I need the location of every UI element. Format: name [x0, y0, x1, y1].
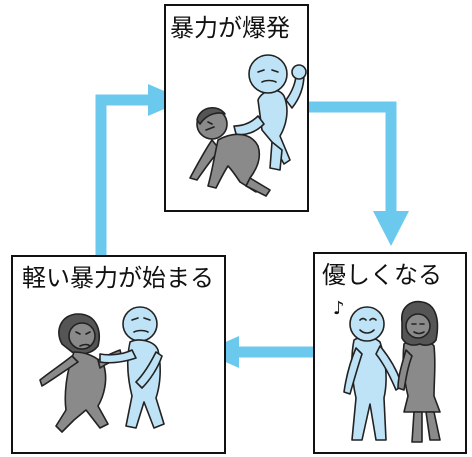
right-abuser-figure — [343, 306, 403, 441]
left-panel-illustration — [39, 306, 165, 433]
cycle-arrows — [95, 94, 397, 358]
arrow-left-to-top — [95, 94, 150, 262]
panel-label-left: 軽い暴力が始まる — [22, 264, 214, 292]
top-victim-figure — [189, 107, 271, 197]
top-panel-illustration — [189, 54, 307, 197]
panel-right-frame — [313, 252, 467, 454]
top-abuser-figure — [233, 54, 307, 171]
arrowhead-into-right — [373, 211, 409, 246]
left-abuser-figure — [99, 306, 165, 429]
panel-label-right: 優しくなる — [322, 261, 442, 289]
left-victim-figure — [39, 313, 123, 433]
music-note-icon: ♪ — [333, 298, 345, 319]
panel-label-top: 暴力が爆発 — [170, 14, 290, 42]
right-panel-illustration: ♪ — [333, 298, 441, 443]
right-victim-figure — [397, 300, 441, 443]
arrow-top-to-right — [306, 101, 397, 213]
